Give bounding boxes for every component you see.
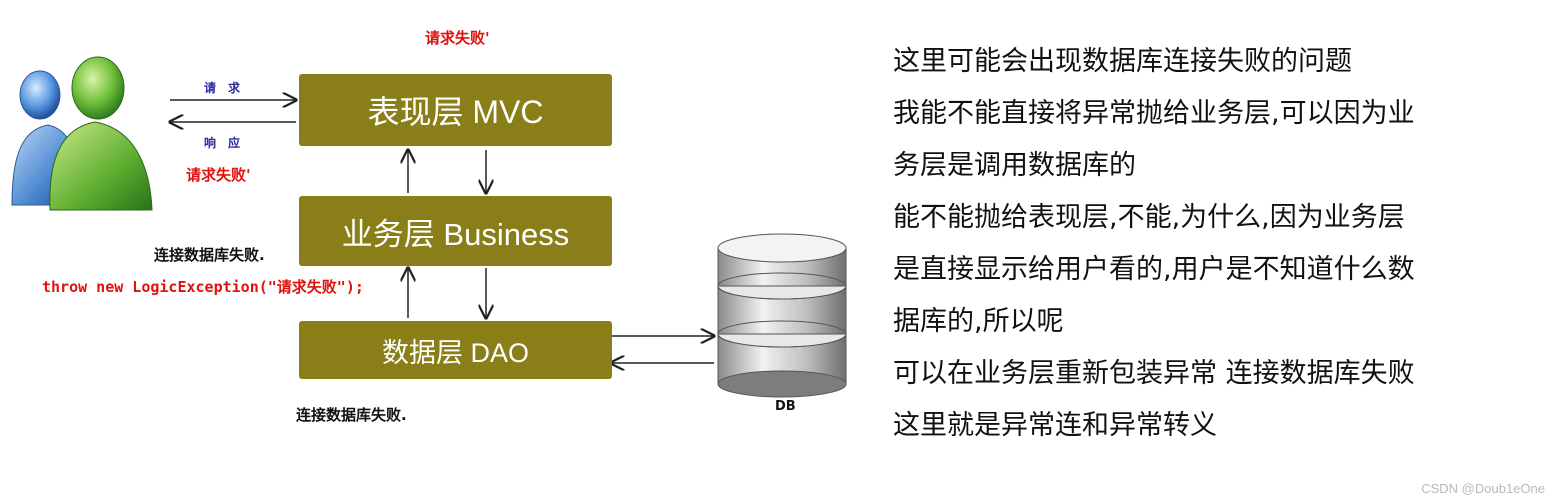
users-icon <box>11 56 153 211</box>
note-dao: 连接数据库失败. <box>296 406 407 424</box>
explanation-text: 这里可能会出现数据库连接失败的问题 我能不能直接将异常抛给业务层,可以因为业 务… <box>893 36 1493 452</box>
watermark: CSDN @Doub1eOne <box>1421 481 1545 496</box>
layer-dao-label: 数据层 DAO <box>381 337 529 368</box>
explanation-line: 我能不能直接将异常抛给业务层,可以因为业 <box>893 98 1415 129</box>
explanation-line: 这里就是异常连和异常转义 <box>893 410 1217 441</box>
fail-note-top: 请求失败' <box>425 29 490 47</box>
layer-dao: 数据层 DAO <box>299 321 612 379</box>
layer-business: 业务层 Business <box>299 196 612 266</box>
explanation-line: 是直接显示给用户看的,用户是不知道什么数 <box>893 254 1415 285</box>
request-label: 请 求 <box>204 81 241 95</box>
note-business: 连接数据库失败. <box>154 246 265 264</box>
note-throw: throw new LogicException("请求失败"); <box>42 278 364 296</box>
layer-mvc: 表现层 MVC <box>299 74 612 146</box>
response-label: 响 应 <box>204 136 241 150</box>
explanation-line: 据库的,所以呢 <box>893 306 1064 337</box>
explanation-line: 务层是调用数据库的 <box>893 150 1136 181</box>
fail-note-left: 请求失败' <box>186 166 251 184</box>
db-label: DB <box>775 399 796 414</box>
explanation-line: 可以在业务层重新包装异常 连接数据库失败 <box>893 358 1415 389</box>
explanation-line: 这里可能会出现数据库连接失败的问题 <box>893 46 1352 77</box>
layer-mvc-label: 表现层 MVC <box>367 94 544 130</box>
database-icon <box>717 233 847 398</box>
layer-business-label: 业务层 Business <box>341 216 570 252</box>
explanation-line: 能不能抛给表现层,不能,为什么,因为业务层 <box>893 202 1405 233</box>
